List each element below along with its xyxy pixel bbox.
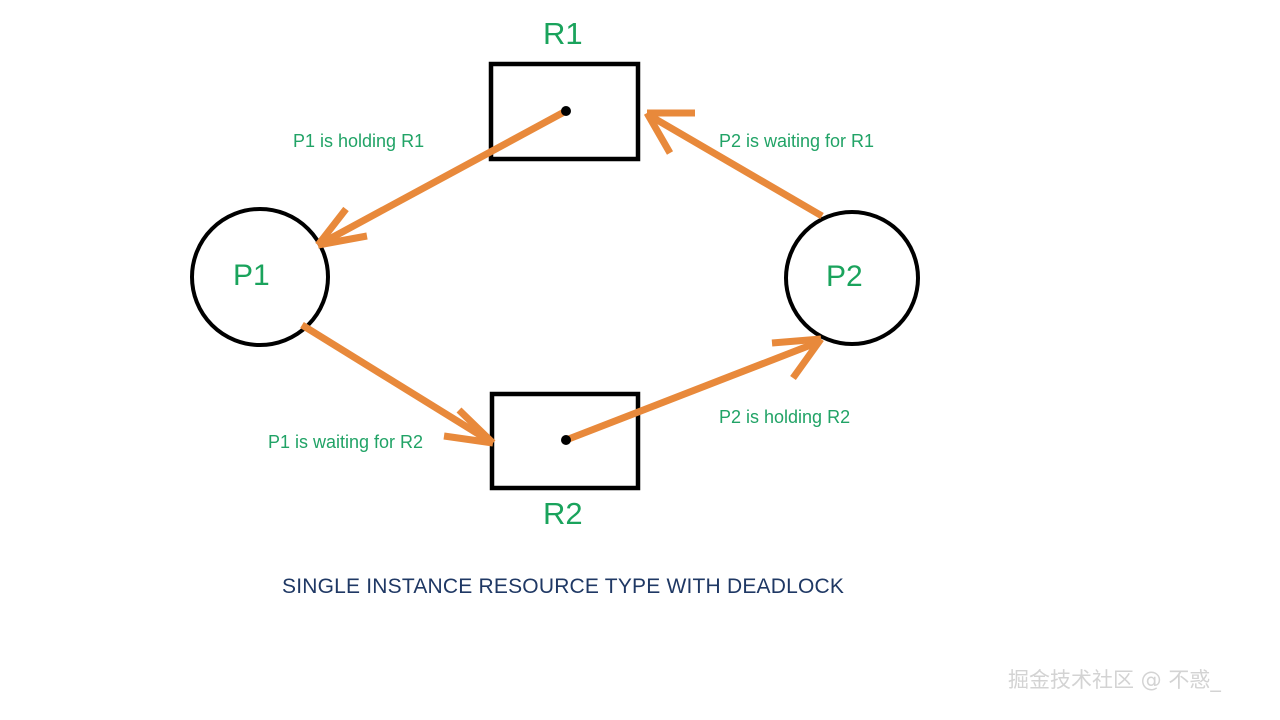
arrowhead-barb-upper-r2-to-p2 bbox=[771, 335, 822, 347]
edge-label-p1-is-holding-r1: P1 is holding R1 bbox=[293, 131, 425, 151]
arrowhead-barb-lower-p1-to-r2 bbox=[456, 407, 496, 446]
edge-line-r1-to-p1 bbox=[320, 107, 568, 247]
arrowhead-barb-lower-r2-to-p2 bbox=[790, 336, 824, 381]
edge-r1-to-p1[interactable] bbox=[315, 106, 571, 249]
arrowhead-barb-upper-p1-to-r2 bbox=[443, 432, 494, 447]
watermark-text: 掘金技术社区 @ 不惑_ bbox=[1008, 668, 1221, 692]
edge-r2-to-p2[interactable] bbox=[561, 335, 824, 445]
edge-p2-to-r1[interactable] bbox=[643, 109, 824, 220]
process-node-p2[interactable] bbox=[784, 210, 920, 346]
arrowhead-barb-lower-p2-to-r1 bbox=[643, 111, 674, 155]
arrowhead-barb-lower-r1-to-p1 bbox=[315, 206, 349, 248]
edge-line-p2-to-r1 bbox=[650, 113, 824, 220]
process-label-p2: P2 bbox=[826, 260, 863, 293]
edge-label-p1-is-waiting-for-r2: P1 is waiting for R2 bbox=[268, 432, 424, 452]
edge-line-p1-to-r2 bbox=[300, 322, 490, 443]
resource-label-r2: R2 bbox=[543, 496, 583, 531]
process-node-p1[interactable] bbox=[190, 207, 330, 347]
edge-label-p2-is-holding-r2: P2 is holding R2 bbox=[719, 407, 851, 427]
edge-line-r2-to-p2 bbox=[564, 339, 818, 444]
process-label-p1: P1 bbox=[233, 259, 270, 292]
instance-dot-r2 bbox=[561, 435, 571, 445]
resource-label-r1: R1 bbox=[543, 16, 583, 51]
edge-p1-to-r2[interactable] bbox=[300, 322, 496, 447]
edge-label-p2-is-waiting-for-r1: P2 is waiting for R1 bbox=[719, 131, 875, 151]
resource-node-r1[interactable] bbox=[488, 61, 641, 162]
arrowhead-barb-upper-r1-to-p1 bbox=[317, 232, 368, 249]
diagram-caption: SINGLE INSTANCE RESOURCE TYPE WITH DEADL… bbox=[282, 575, 845, 598]
instance-dot-r1 bbox=[561, 106, 571, 116]
